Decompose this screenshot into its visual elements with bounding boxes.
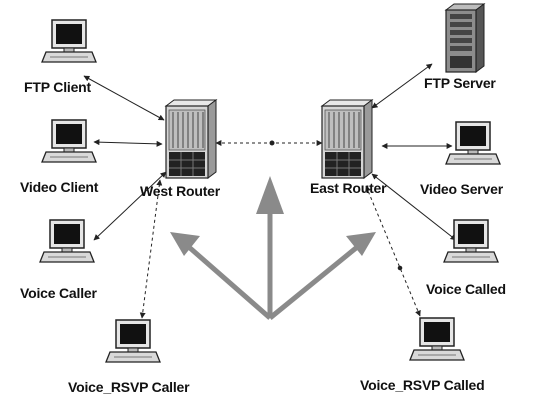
voice-caller-computer-icon (39, 219, 95, 263)
links-east (365, 63, 457, 317)
east-router-icon (321, 99, 373, 179)
link-east-ftp-server (371, 63, 433, 109)
link-voice-rsvp-caller-west (139, 179, 163, 319)
ftp-client-icon (41, 19, 97, 63)
east-router-label: East Router (310, 180, 387, 196)
arrow-up-left-icon (170, 232, 200, 256)
ftp-server-icon (445, 3, 485, 73)
west-router-icon (165, 99, 217, 179)
arrow-up-icon (256, 176, 284, 214)
ftp-client-label: FTP Client (24, 79, 91, 95)
voice-rsvp-caller-label: Voice_RSVP Caller (68, 379, 190, 395)
link-video-client-west (93, 139, 163, 147)
video-server-label: Video Server (420, 181, 503, 197)
voice-rsvp-called-label: Voice_RSVP Called (360, 377, 485, 393)
video-server-computer-icon (445, 121, 501, 165)
link-ftp-client-west (83, 75, 165, 121)
links-west (83, 75, 167, 319)
voice-rsvp-caller-computer-icon (105, 319, 161, 363)
voice-called-label: Voice Called (426, 281, 506, 297)
big-arrows (170, 176, 376, 320)
link-west-east (215, 140, 323, 146)
video-client-computer-icon (41, 119, 97, 163)
arrow-up-right-icon (346, 232, 376, 256)
voice-caller-label: Voice Caller (20, 285, 97, 301)
ftp-server-label: FTP Server (424, 75, 496, 91)
west-router-label: West Router (140, 183, 220, 199)
voice-rsvp-called-computer-icon (409, 317, 465, 361)
voice-called-computer-icon (443, 219, 499, 263)
video-client-label: Video Client (20, 179, 99, 195)
